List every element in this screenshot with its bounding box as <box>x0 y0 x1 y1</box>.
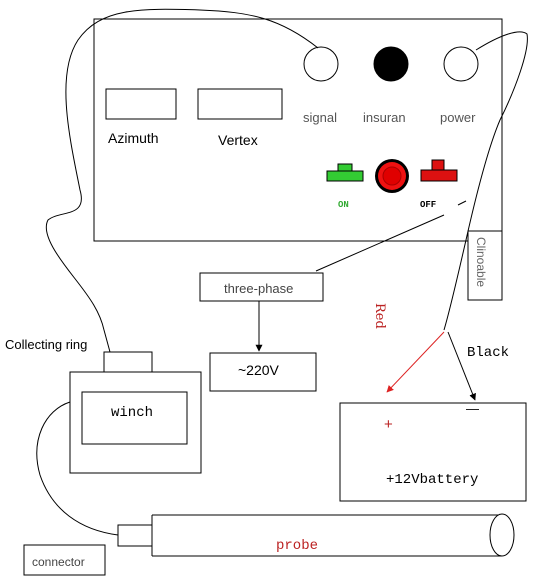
azimuth-display <box>105 88 177 120</box>
signal-cable <box>45 8 319 353</box>
mains-cable <box>315 200 467 272</box>
voltage-box <box>209 352 317 392</box>
three-phase-label: three-phase <box>224 281 293 296</box>
winch-box <box>81 391 188 445</box>
insuran-label: insuran <box>363 110 406 125</box>
red-wire <box>386 331 445 393</box>
azimuth-label: Azimuth <box>108 130 159 146</box>
winch-to-probe-cable <box>36 401 119 536</box>
red-wire-label: Red <box>372 303 387 329</box>
vertex-display <box>197 88 283 120</box>
power-socket[interactable] <box>443 46 479 82</box>
power-cable <box>443 31 528 331</box>
connector-label: connector <box>32 555 85 569</box>
battery-plus-terminal: + <box>384 416 393 433</box>
on-switch[interactable] <box>326 163 364 182</box>
power-indicator-lamp <box>375 159 409 193</box>
signal-socket[interactable] <box>303 46 339 82</box>
off-switch[interactable] <box>420 159 458 182</box>
on-label: ON <box>338 200 349 210</box>
vertex-label: Vertex <box>218 132 258 148</box>
signal-label: signal <box>303 110 337 125</box>
battery-minus-terminal: — <box>466 401 479 416</box>
connector-box <box>23 544 106 576</box>
probe <box>117 513 515 557</box>
clinoable-box <box>467 230 503 301</box>
winch-label: winch <box>111 405 153 421</box>
probe-label: probe <box>276 538 318 554</box>
collecting-ring <box>103 351 153 373</box>
black-wire-label: Black <box>467 345 509 361</box>
control-panel <box>93 18 503 242</box>
power-label: power <box>440 110 476 125</box>
collecting-ring-label: Collecting ring <box>5 337 87 352</box>
off-label: OFF <box>420 200 436 210</box>
clinoable-label: Clinoable <box>474 237 488 287</box>
battery-label: +12Vbattery <box>386 472 478 488</box>
battery <box>339 402 527 502</box>
insurance-fuse <box>373 46 409 82</box>
three-phase-box <box>199 272 324 302</box>
voltage-label: ~220V <box>238 362 280 378</box>
black-wire <box>447 331 476 401</box>
